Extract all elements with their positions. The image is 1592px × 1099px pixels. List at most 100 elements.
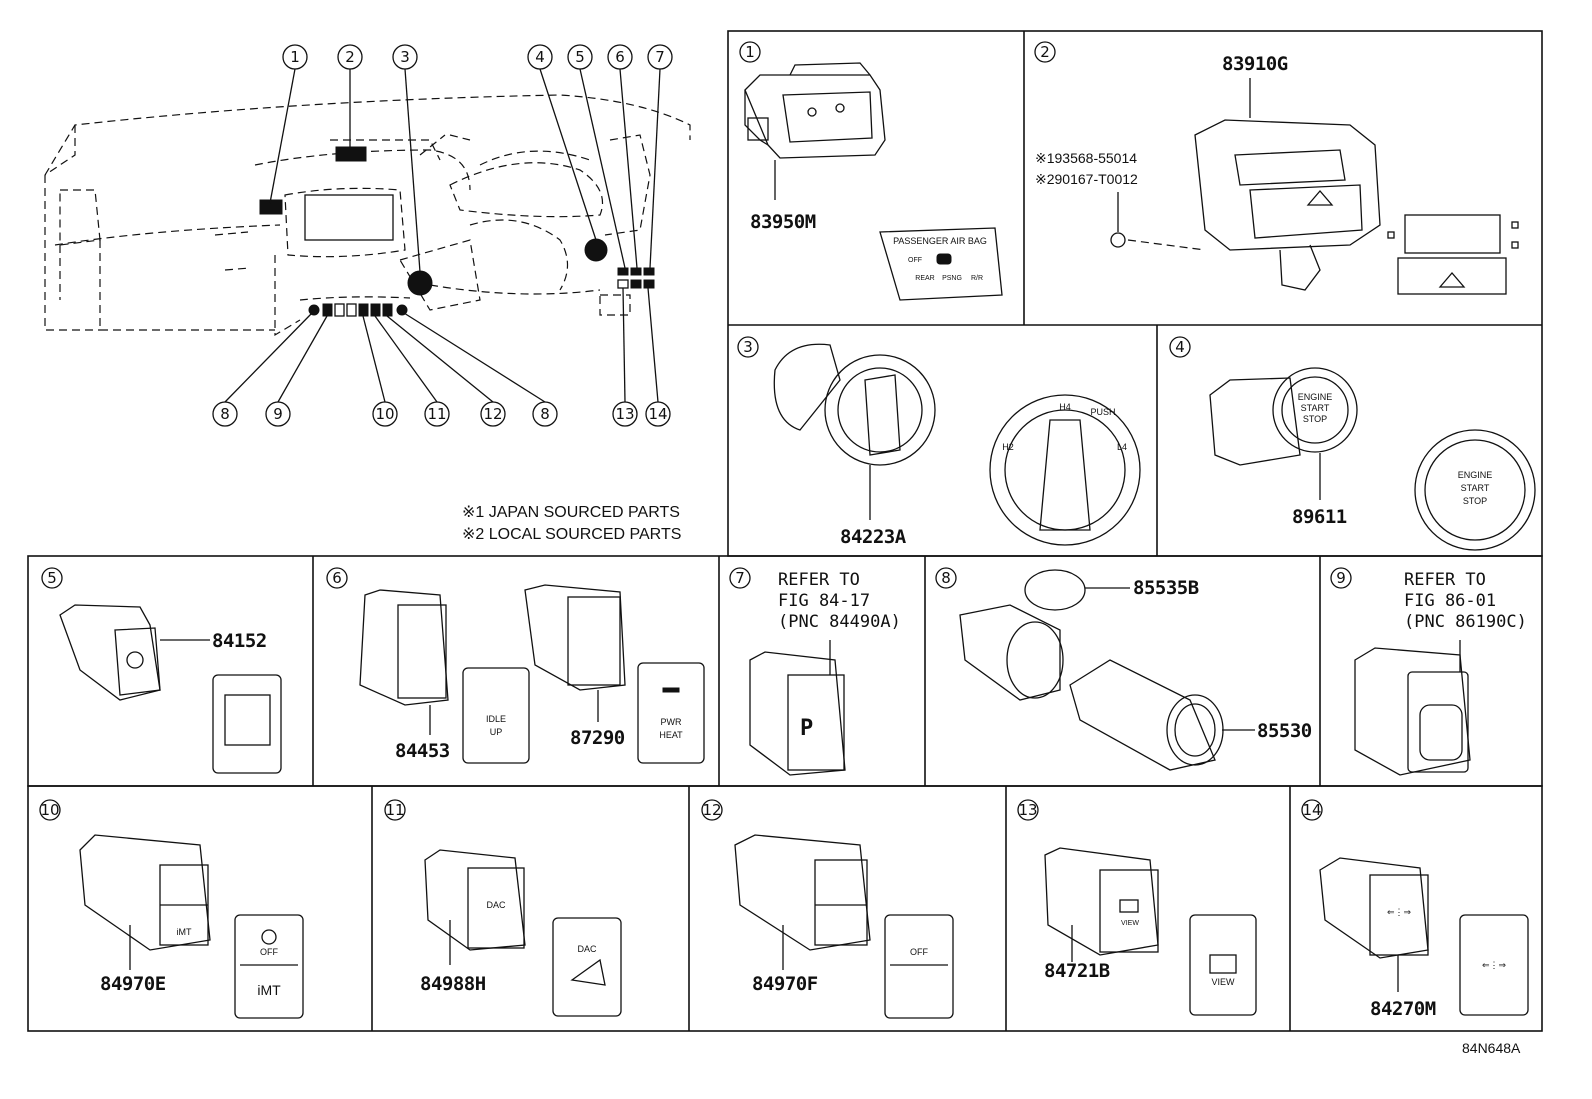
knob-label-h4: H4: [1059, 402, 1071, 412]
note-screw-2: ※290167-T0012: [1035, 171, 1138, 187]
cell-13: 13 VIEW 84721B VIEW: [1017, 799, 1257, 1016]
pwr-label: PWR: [661, 717, 682, 727]
cell-2: 2 83910G ※193568-55014 ※290167-T0012: [1034, 41, 1519, 295]
part-number: 84721B: [1044, 960, 1110, 982]
part-number-2: 87290: [570, 727, 625, 749]
callout-number: 1: [290, 48, 300, 66]
part-number: 84270M: [1370, 998, 1436, 1020]
part-number: 89611: [1292, 506, 1347, 528]
cell-14: 14 ⇐⋮⇒ 84270M ⇐⋮⇒: [1301, 799, 1529, 1020]
callout-circle: [480, 401, 506, 427]
callout-number: 4: [535, 48, 545, 66]
callout-number: 13: [615, 405, 634, 423]
cell-12: 12 84970F OFF: [701, 799, 954, 1019]
view-label: VIEW: [1211, 977, 1235, 987]
callout-circle: [424, 401, 450, 427]
cell-7: 7 REFER TO FIG 84-17 (PNC 84490A) P: [729, 567, 901, 776]
btn-stop: STOP: [1303, 414, 1327, 424]
cell-9: 9 REFER TO FIG 86-01 (PNC 86190C): [1330, 567, 1527, 776]
plate-label: PASSENGER AIR BAG: [893, 236, 987, 246]
cell-number: 1: [745, 43, 755, 61]
refer-line-2: FIG 84-17: [778, 591, 870, 611]
grid-lines: [27, 30, 1543, 1032]
heat-label: HEAT: [659, 730, 683, 740]
refer-line-3: (PNC 86190C): [1404, 612, 1527, 632]
callout-circle: [532, 401, 558, 427]
cell-number: 14: [1302, 801, 1321, 819]
figure-code: 84N648A: [1462, 1040, 1521, 1056]
callout-number: 10: [375, 405, 394, 423]
callout-number: 9: [273, 405, 283, 423]
cell-number: 7: [735, 569, 745, 587]
callout-number: 7: [655, 48, 665, 66]
cell-number: 2: [1040, 43, 1050, 61]
callout-circle: [645, 401, 671, 427]
btn-start: START: [1301, 403, 1330, 413]
svg-text:P: P: [800, 716, 813, 741]
up-label: UP: [490, 727, 503, 737]
cell-number: 5: [47, 569, 57, 587]
plate-rear: REAR: [915, 275, 934, 282]
callout-circle: [337, 44, 363, 70]
inset-engine: ENGINE: [1458, 470, 1493, 480]
cell-10: 10 iMT 84970E OFF iMT: [39, 799, 304, 1019]
callout-circle: [282, 44, 308, 70]
svg-text:⇐⋮⇒: ⇐⋮⇒: [1482, 960, 1507, 970]
callout-number: 6: [615, 48, 625, 66]
part-number: 84223A: [840, 526, 907, 548]
cell-number: 4: [1175, 338, 1185, 356]
callout-circle: [612, 401, 638, 427]
cell-number: 10: [40, 801, 59, 819]
callout-circle: [212, 401, 238, 427]
callout-number: 11: [427, 405, 446, 423]
refer-line-2: FIG 86-01: [1404, 591, 1496, 611]
inset-start: START: [1461, 483, 1490, 493]
imt-label: iMT: [257, 982, 281, 998]
cell-11: 11 DAC 84988H DAC: [384, 799, 622, 1017]
cell-number: 8: [941, 569, 951, 587]
callout-circle: [372, 401, 398, 427]
callout-number: 14: [648, 405, 667, 423]
callout-circle: [647, 44, 673, 70]
refer-line-1: REFER TO: [778, 570, 860, 590]
inset-stop: STOP: [1463, 496, 1487, 506]
off-label: OFF: [260, 947, 278, 957]
knob-label-l4: L4: [1117, 442, 1127, 452]
refer-line-1: REFER TO: [1404, 570, 1486, 590]
knob-label-h2: H2: [1002, 442, 1014, 452]
note-screw-1: ※193568-55014: [1035, 150, 1137, 166]
callout-number: 8: [540, 405, 550, 423]
cell-number: 13: [1018, 801, 1037, 819]
switch-dac-label: DAC: [486, 900, 506, 910]
btn-engine: ENGINE: [1298, 392, 1333, 402]
cell-1: 1 83950M PASSENGER AIR BAG OFF REAR PSNG…: [739, 41, 1003, 301]
callout-number: 3: [400, 48, 410, 66]
cell-number: 12: [702, 801, 721, 819]
cell-number: 6: [332, 569, 342, 587]
cell-number: 11: [385, 801, 404, 819]
note-local-sourced: ※2 LOCAL SOURCED PARTS: [462, 526, 681, 543]
idle-label: IDLE: [486, 714, 506, 724]
cell-6: 6 84453 IDLE UP 87290 PWR HEAT: [326, 567, 705, 764]
part-number: 84970F: [752, 973, 818, 995]
switch-view-label: VIEW: [1121, 920, 1139, 927]
part-number-2: 85530: [1257, 720, 1312, 742]
cell-5: 5 84152: [41, 567, 282, 774]
part-number: 84970E: [100, 973, 166, 995]
cell-3: 3 84223A H2 H4 PUSH L4: [737, 336, 1141, 548]
refer-line-3: (PNC 84490A): [778, 612, 901, 632]
switch-imt-label: iMT: [177, 927, 192, 937]
plate-off: OFF: [908, 257, 922, 264]
plate-psng: PSNG: [942, 275, 962, 282]
cell-4: 4 ENGINE START STOP 89611 ENGINE START S…: [1169, 336, 1536, 551]
dac-label: DAC: [577, 944, 597, 954]
part-number: 84453: [395, 740, 450, 762]
callout-number: 8: [220, 405, 230, 423]
callout-circle: [567, 44, 593, 70]
note-japan-sourced: ※1 JAPAN SOURCED PARTS: [462, 504, 680, 521]
part-number: 84988H: [420, 973, 486, 995]
cell-8: 8 85535B 85530: [935, 567, 1312, 771]
callout-number: 12: [483, 405, 502, 423]
off-label: OFF: [910, 947, 928, 957]
